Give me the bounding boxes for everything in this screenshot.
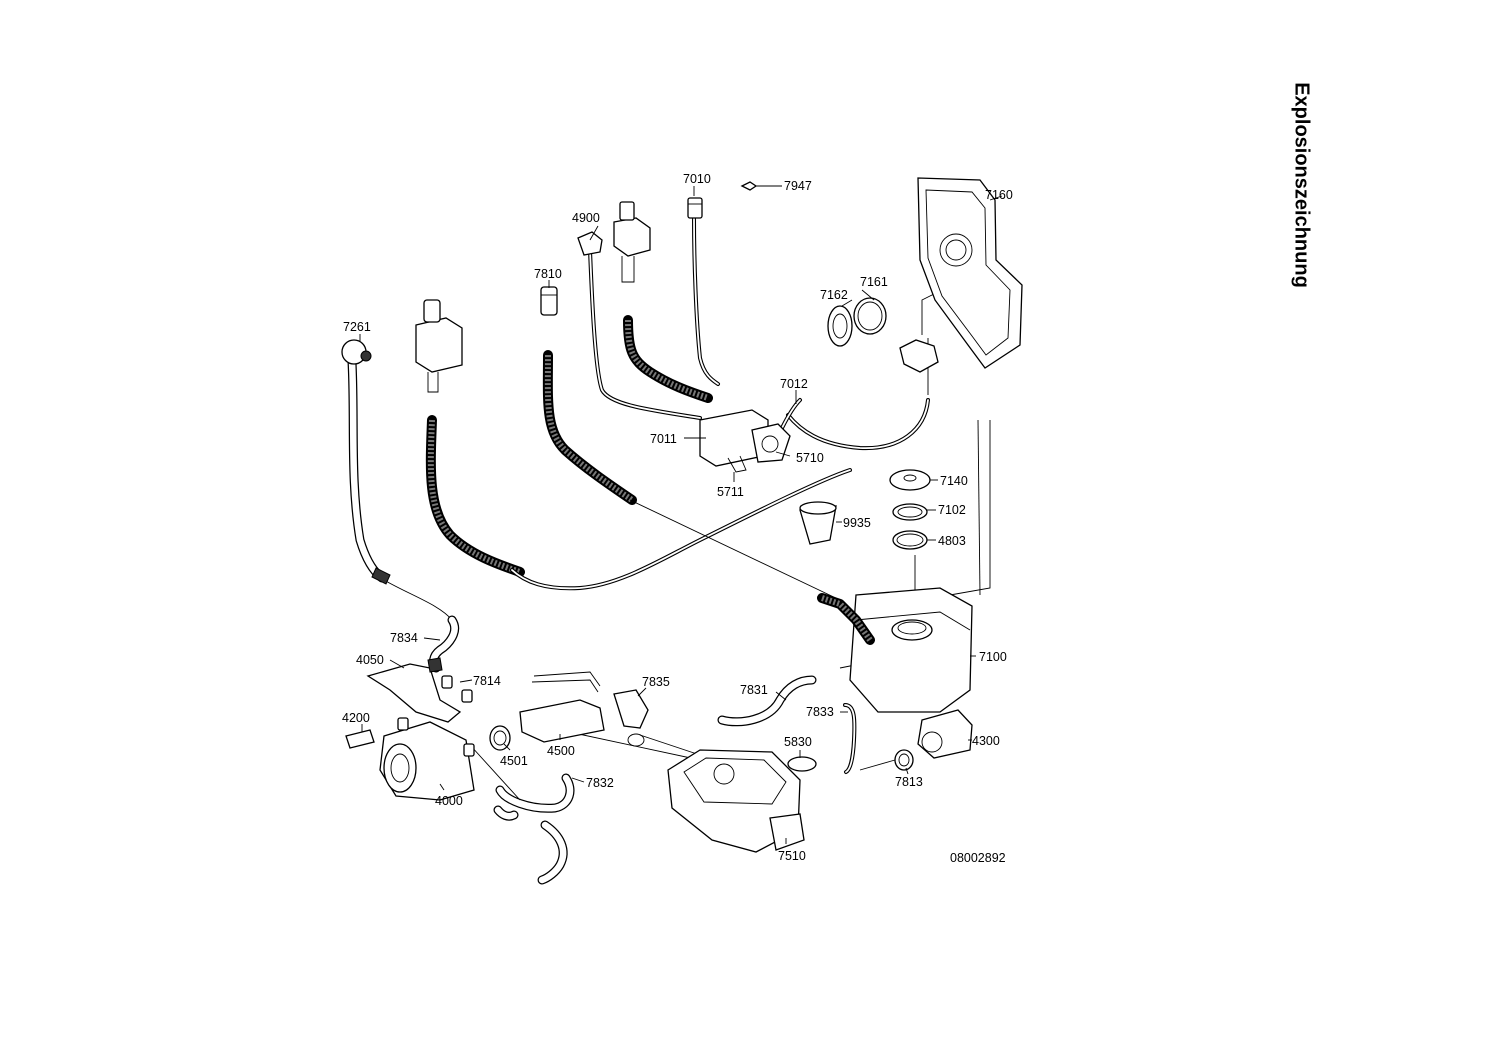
label-7010: 7010	[683, 172, 711, 186]
label-7814: 7814	[473, 674, 501, 688]
label-7835: 7835	[642, 675, 670, 689]
label-7831: 7831	[740, 683, 768, 697]
label-7261: 7261	[343, 320, 371, 334]
label-7140: 7140	[940, 474, 968, 488]
label-4000: 4000	[435, 794, 463, 808]
label-7510: 7510	[778, 849, 806, 863]
label-7160: 7160	[985, 188, 1013, 202]
label-4300: 4300	[972, 734, 1000, 748]
label-5830: 5830	[784, 735, 812, 749]
label-7947: 7947	[784, 179, 812, 193]
hoses-and-cables	[347, 216, 991, 885]
label-4501: 4501	[500, 754, 528, 768]
label-7102: 7102	[938, 503, 966, 517]
part-labels: 7010 7947 7160 4900 7810 7261 7161 7162 …	[342, 172, 1013, 865]
label-5711: 5711	[717, 485, 744, 499]
label-4500: 4500	[547, 744, 575, 758]
drawing-number: 08002892	[950, 851, 1006, 865]
label-7100: 7100	[979, 650, 1007, 664]
label-4050: 4050	[356, 653, 384, 667]
label-4803: 4803	[938, 534, 966, 548]
label-5710: 5710	[796, 451, 824, 465]
label-7833: 7833	[806, 705, 834, 719]
label-4200: 4200	[342, 711, 370, 725]
label-7162: 7162	[820, 288, 848, 302]
label-7813: 7813	[895, 775, 923, 789]
label-9935: 9935	[843, 516, 871, 530]
label-7012: 7012	[780, 377, 808, 391]
label-7161: 7161	[860, 275, 888, 289]
label-7810: 7810	[534, 267, 562, 281]
leader-lines	[359, 185, 1003, 844]
parts	[341, 177, 1023, 853]
label-4900: 4900	[572, 211, 600, 225]
label-7834: 7834	[390, 631, 418, 645]
label-7832: 7832	[586, 776, 614, 790]
label-7011: 7011	[650, 432, 677, 446]
